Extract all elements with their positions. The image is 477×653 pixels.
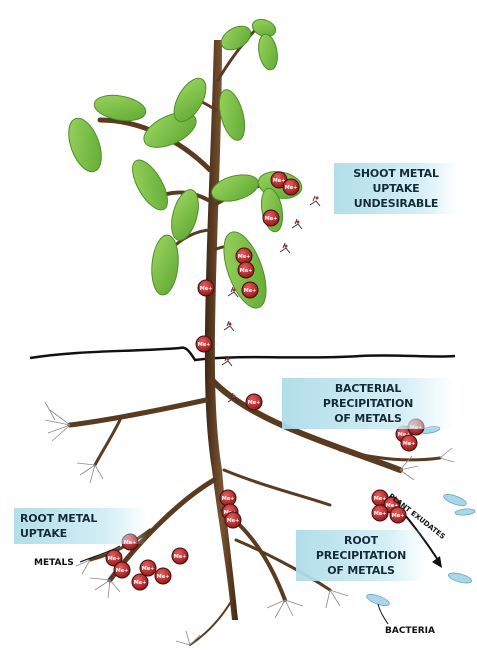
metal-ion-label: Me+ xyxy=(374,511,387,517)
root-precipitation-banner: ROOT PRECIPITATION OF METALS xyxy=(296,530,426,581)
bacterial-precipitation-banner: BACTERIAL PRECIPITATION OF METALS xyxy=(282,378,454,429)
metal-ion-label: Me+ xyxy=(174,554,187,560)
metal-ion-label: Me+ xyxy=(248,400,261,406)
metal-ion-label: Me+ xyxy=(244,288,257,294)
bacteria-leader-line xyxy=(378,604,388,624)
metal-ion-label: Me+ xyxy=(198,342,211,348)
shoot-uptake-line1: SHOOT METAL UPTAKE xyxy=(340,166,452,196)
leaves xyxy=(62,16,304,313)
metal-ion-label: Me+ xyxy=(392,513,405,519)
metal-ion-label: Me+ xyxy=(403,441,416,447)
root-uptake-label: ROOT METAL UPTAKE xyxy=(20,511,142,541)
metal-ion-label: Me+ xyxy=(134,580,147,586)
metal-ion-label: Me+ xyxy=(116,568,129,574)
root-precip-line2: OF METALS xyxy=(302,563,420,578)
metal-ion-label: Me+ xyxy=(200,286,213,292)
metal-ion-label: Me+ xyxy=(227,518,240,524)
metal-ion-label: Me+ xyxy=(157,574,170,580)
bacterial-precip-line1: BACTERIAL PRECIPITATION xyxy=(288,381,448,411)
bacterial-precip-line2: OF METALS xyxy=(288,411,448,426)
metal-ion-label: Me+ xyxy=(374,496,387,502)
metal-ion-label: Me+ xyxy=(108,556,121,562)
metal-ion-label: Me+ xyxy=(222,496,235,502)
root-precip-line1: ROOT PRECIPITATION xyxy=(302,533,420,563)
metal-ion-label: Me+ xyxy=(142,566,155,572)
metal-ion-label: Me+ xyxy=(265,216,278,222)
bacteria-label: BACTERIA xyxy=(385,626,435,636)
metal-ion-label: Me+ xyxy=(240,268,253,274)
metal-ion-label: Me+ xyxy=(273,178,286,184)
shoot-metal-uptake-banner: SHOOT METAL UPTAKE UNDESIRABLE xyxy=(334,163,458,214)
metal-ion-label: Me+ xyxy=(238,254,251,260)
shoot-uptake-line2: UNDESIRABLE xyxy=(340,196,452,211)
soil-surface-line xyxy=(30,348,455,360)
metals-label: METALS xyxy=(34,558,74,568)
root-metal-uptake-banner: ROOT METAL UPTAKE xyxy=(14,508,148,544)
metal-ion-label: Me+ xyxy=(285,185,298,191)
